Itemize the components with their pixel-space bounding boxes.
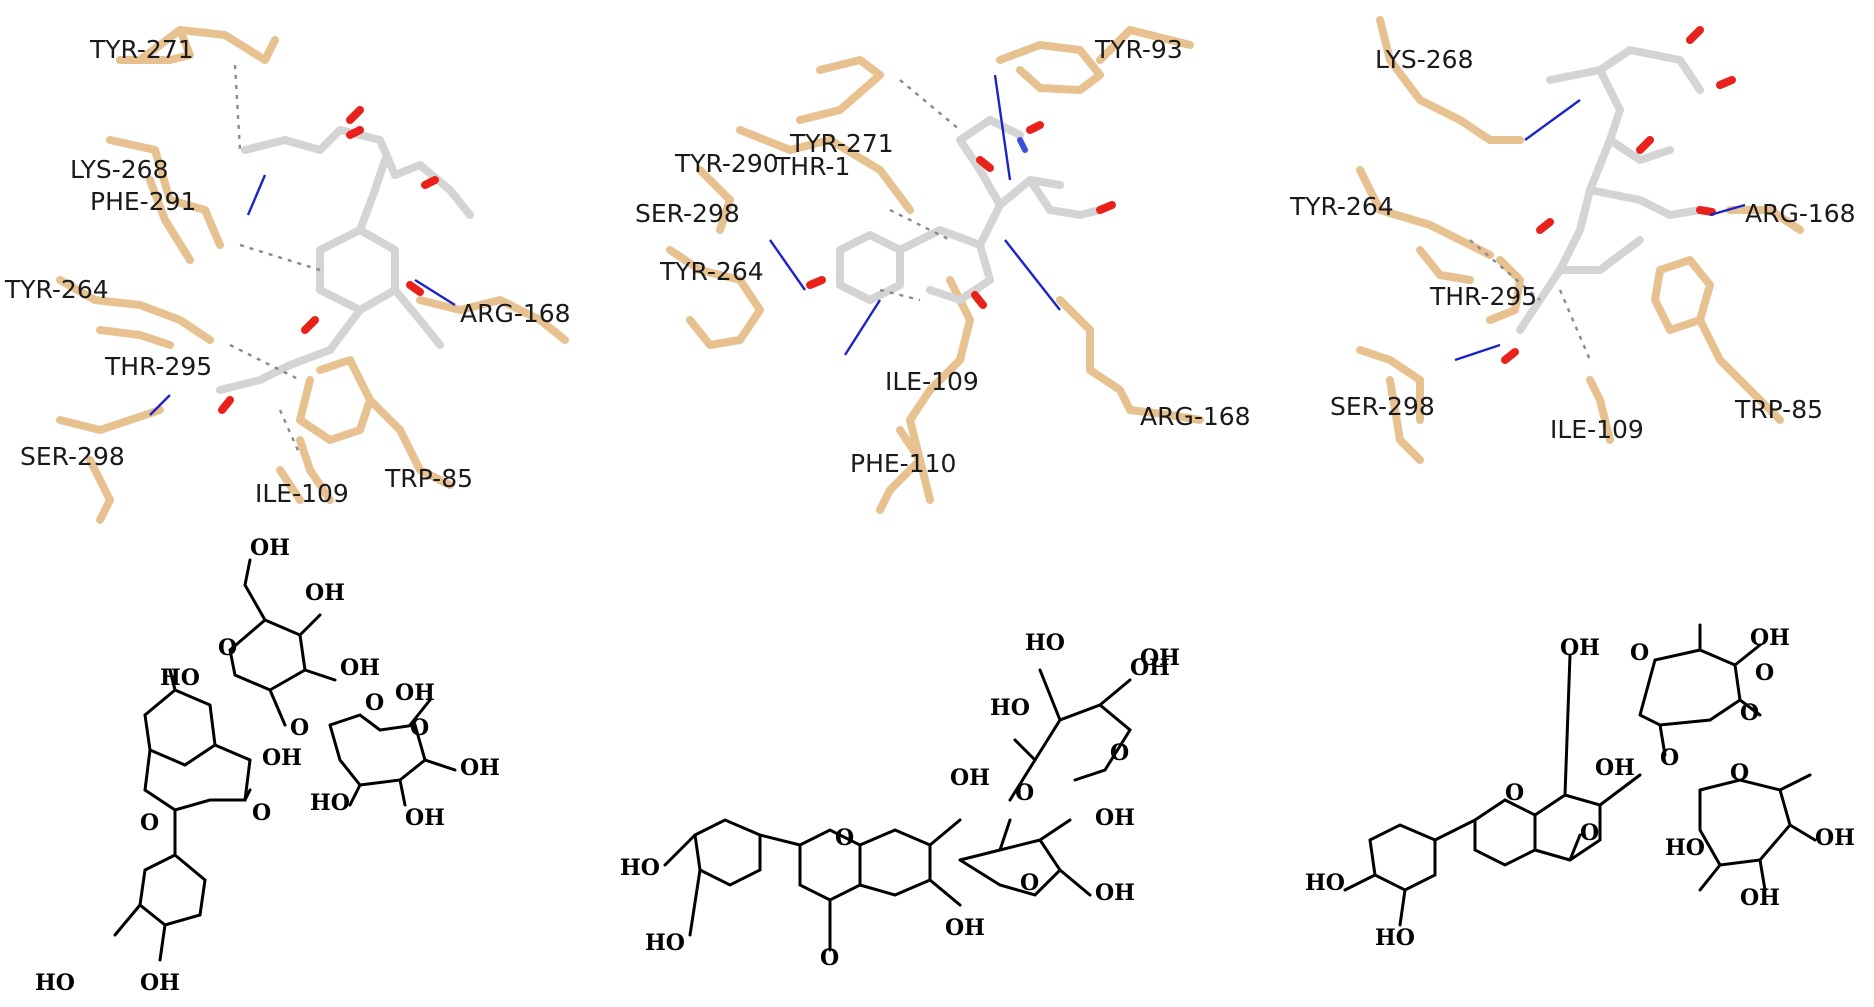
- chemical-structure-3: OH O OH O O OH O O O HO OH HO HO OH O: [1305, 623, 1855, 951]
- atom-label: O: [835, 825, 854, 851]
- residue-label: SER-298: [20, 442, 125, 471]
- chemical-structure-2: HO OH HO OH O O OH O OH O OH HO HO OH O: [620, 630, 1180, 971]
- residue-label: THR-295: [104, 352, 212, 381]
- residue-label: TRP-85: [384, 464, 473, 493]
- atom-label: OH: [262, 745, 302, 771]
- atom-label: OH: [250, 535, 290, 561]
- residue-label: ARG-168: [460, 299, 571, 328]
- residue-label: ARG-168: [1745, 199, 1856, 228]
- atom-label: O: [1740, 700, 1759, 726]
- atom-label: O: [410, 715, 429, 741]
- atom-label: HO: [1025, 630, 1065, 656]
- docking-panel-3: [1356, 16, 1804, 464]
- atom-label: OH: [1750, 625, 1790, 651]
- atom-label: OH: [395, 680, 435, 706]
- atom-label: O: [1110, 740, 1129, 766]
- atom-label: HO: [35, 970, 75, 996]
- interaction-lines: [149, 64, 456, 456]
- atom-label: OH: [1815, 825, 1855, 851]
- residue-label: SER-298: [1330, 392, 1435, 421]
- interaction-lines: [769, 74, 1061, 356]
- residue-label: TYR-264: [4, 275, 109, 304]
- atom-label: OH: [1560, 635, 1600, 661]
- residue-label: TYR-93: [1094, 35, 1183, 64]
- atom-label: OH: [1130, 655, 1170, 681]
- residue-label: TYR-271: [89, 35, 194, 64]
- atom-label: O: [140, 810, 159, 836]
- residue-label: TYR-290: [674, 149, 779, 178]
- ligand-sticks: [1501, 26, 1736, 364]
- residue-label: LYS-268: [1375, 45, 1474, 74]
- residue-sticks: [666, 26, 1204, 514]
- docking-panel-2: [666, 26, 1204, 514]
- atom-label: O: [1660, 745, 1679, 771]
- ligand-sticks: [806, 116, 1116, 309]
- atom-label: O: [218, 635, 237, 661]
- atom-label: O: [1015, 780, 1034, 806]
- atom-label: O: [820, 945, 839, 971]
- residue-label: TYR-264: [1289, 192, 1394, 221]
- atom-label: O: [365, 690, 384, 716]
- atom-label: HO: [1375, 925, 1415, 951]
- atom-label: O: [290, 715, 309, 741]
- atom-label: OH: [340, 655, 380, 681]
- atom-label: O: [1505, 780, 1524, 806]
- residue-label: THR-295: [1429, 282, 1537, 311]
- residue-label: TYR-264: [659, 257, 764, 286]
- atom-label: OH: [1740, 885, 1780, 911]
- atom-label: HO: [990, 695, 1030, 721]
- residue-label: PHE-291: [90, 187, 196, 216]
- residue-labels-panel-2: TYR-93 TYR-271 TYR-290 THR-1 SER-298 TYR…: [635, 35, 1251, 478]
- atom-label: O: [1630, 640, 1649, 666]
- atom-label: OH: [140, 970, 180, 996]
- atom-label: HO: [1305, 870, 1345, 896]
- residue-label: TRP-85: [1734, 395, 1823, 424]
- residue-label: PHE-110: [850, 449, 956, 478]
- atom-label: HO: [310, 790, 350, 816]
- residue-sticks: [56, 26, 569, 524]
- residue-label: ARG-168: [1140, 402, 1251, 431]
- atom-label: OH: [1595, 755, 1635, 781]
- interaction-lines: [1454, 99, 1746, 362]
- atom-label: OH: [1095, 805, 1135, 831]
- atom-label: O: [1020, 870, 1039, 896]
- residue-label: ILE-109: [255, 479, 349, 508]
- residue-label: ILE-109: [885, 367, 979, 396]
- ligand-sticks: [216, 106, 474, 414]
- residue-label: ILE-109: [1550, 415, 1644, 444]
- atom-label: O: [1580, 820, 1599, 846]
- residue-label: LYS-268: [70, 155, 169, 184]
- atom-label: O: [1755, 660, 1774, 686]
- atom-label: O: [1730, 760, 1749, 786]
- atom-label: OH: [945, 915, 985, 941]
- atom-label: O: [252, 800, 271, 826]
- atom-label: OH: [1140, 645, 1180, 671]
- atom-label: HO: [160, 665, 200, 691]
- atom-label: OH: [950, 765, 990, 791]
- docking-panel-1: [56, 26, 569, 524]
- residue-label: SER-298: [635, 199, 740, 228]
- atom-label: OH: [405, 805, 445, 831]
- residue-labels-panel-3: LYS-268 TYR-264 ARG-168 THR-295 SER-298 …: [1289, 45, 1856, 444]
- residue-label: THR-1: [774, 152, 850, 181]
- residue-labels-panel-1: TYR-271 LYS-268 PHE-291 TYR-264 THR-295 …: [4, 35, 571, 508]
- atom-label: HO: [620, 855, 660, 881]
- atom-label: OH: [460, 755, 500, 781]
- atom-label: OH: [305, 580, 345, 606]
- atom-label: HO: [645, 930, 685, 956]
- residue-label: TYR-271: [789, 129, 894, 158]
- chemical-structure-1: OH OH OH HO O OH O O OH O HO OH OH O O H…: [35, 535, 500, 996]
- residue-sticks: [1356, 16, 1804, 464]
- atom-label: OH: [1095, 880, 1135, 906]
- atom-label: HO: [1665, 835, 1705, 861]
